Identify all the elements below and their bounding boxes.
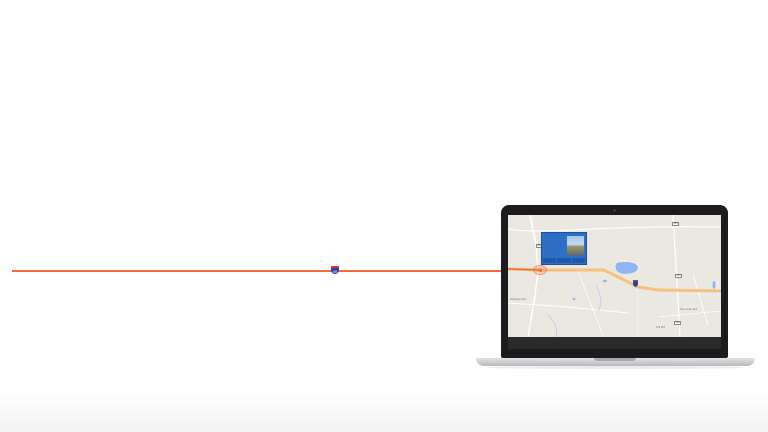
route-badge: 133 xyxy=(672,222,679,226)
highway-route-line xyxy=(12,270,530,272)
road-label: Wickson Rd xyxy=(510,297,527,301)
info-action-button[interactable] xyxy=(557,258,571,263)
shield-number: 45 xyxy=(332,269,338,274)
marker-dot-icon xyxy=(539,269,542,272)
interstate-shield-icon: 45 xyxy=(331,266,339,274)
laptop-base xyxy=(476,358,755,366)
location-marker[interactable] xyxy=(533,265,547,275)
laptop: 133 133 133 133 Wickson Rd Mountain Rd H… xyxy=(501,205,728,358)
screen-footer-bar xyxy=(508,337,721,349)
location-photo xyxy=(567,236,584,255)
route-badge: 133 xyxy=(674,321,681,325)
laptop-shadow xyxy=(486,366,745,369)
laptop-notch xyxy=(594,358,636,361)
map-drawing xyxy=(508,215,721,337)
info-action-button[interactable] xyxy=(571,258,585,263)
map-view[interactable]: 133 133 133 133 Wickson Rd Mountain Rd H… xyxy=(508,215,721,337)
road-label: Hill Rd xyxy=(656,325,665,329)
info-line xyxy=(544,250,568,253)
camera-icon xyxy=(613,209,616,212)
info-popup-actions xyxy=(543,258,585,263)
road-label: Mountain Rd xyxy=(680,307,698,311)
floor-gradient xyxy=(0,392,768,432)
laptop-screen: 133 133 133 133 Wickson Rd Mountain Rd H… xyxy=(508,215,721,349)
location-info-popup[interactable] xyxy=(541,232,587,265)
info-action-button[interactable] xyxy=(543,258,557,263)
info-popup-details xyxy=(544,235,568,253)
route-badge: 133 xyxy=(675,274,682,278)
